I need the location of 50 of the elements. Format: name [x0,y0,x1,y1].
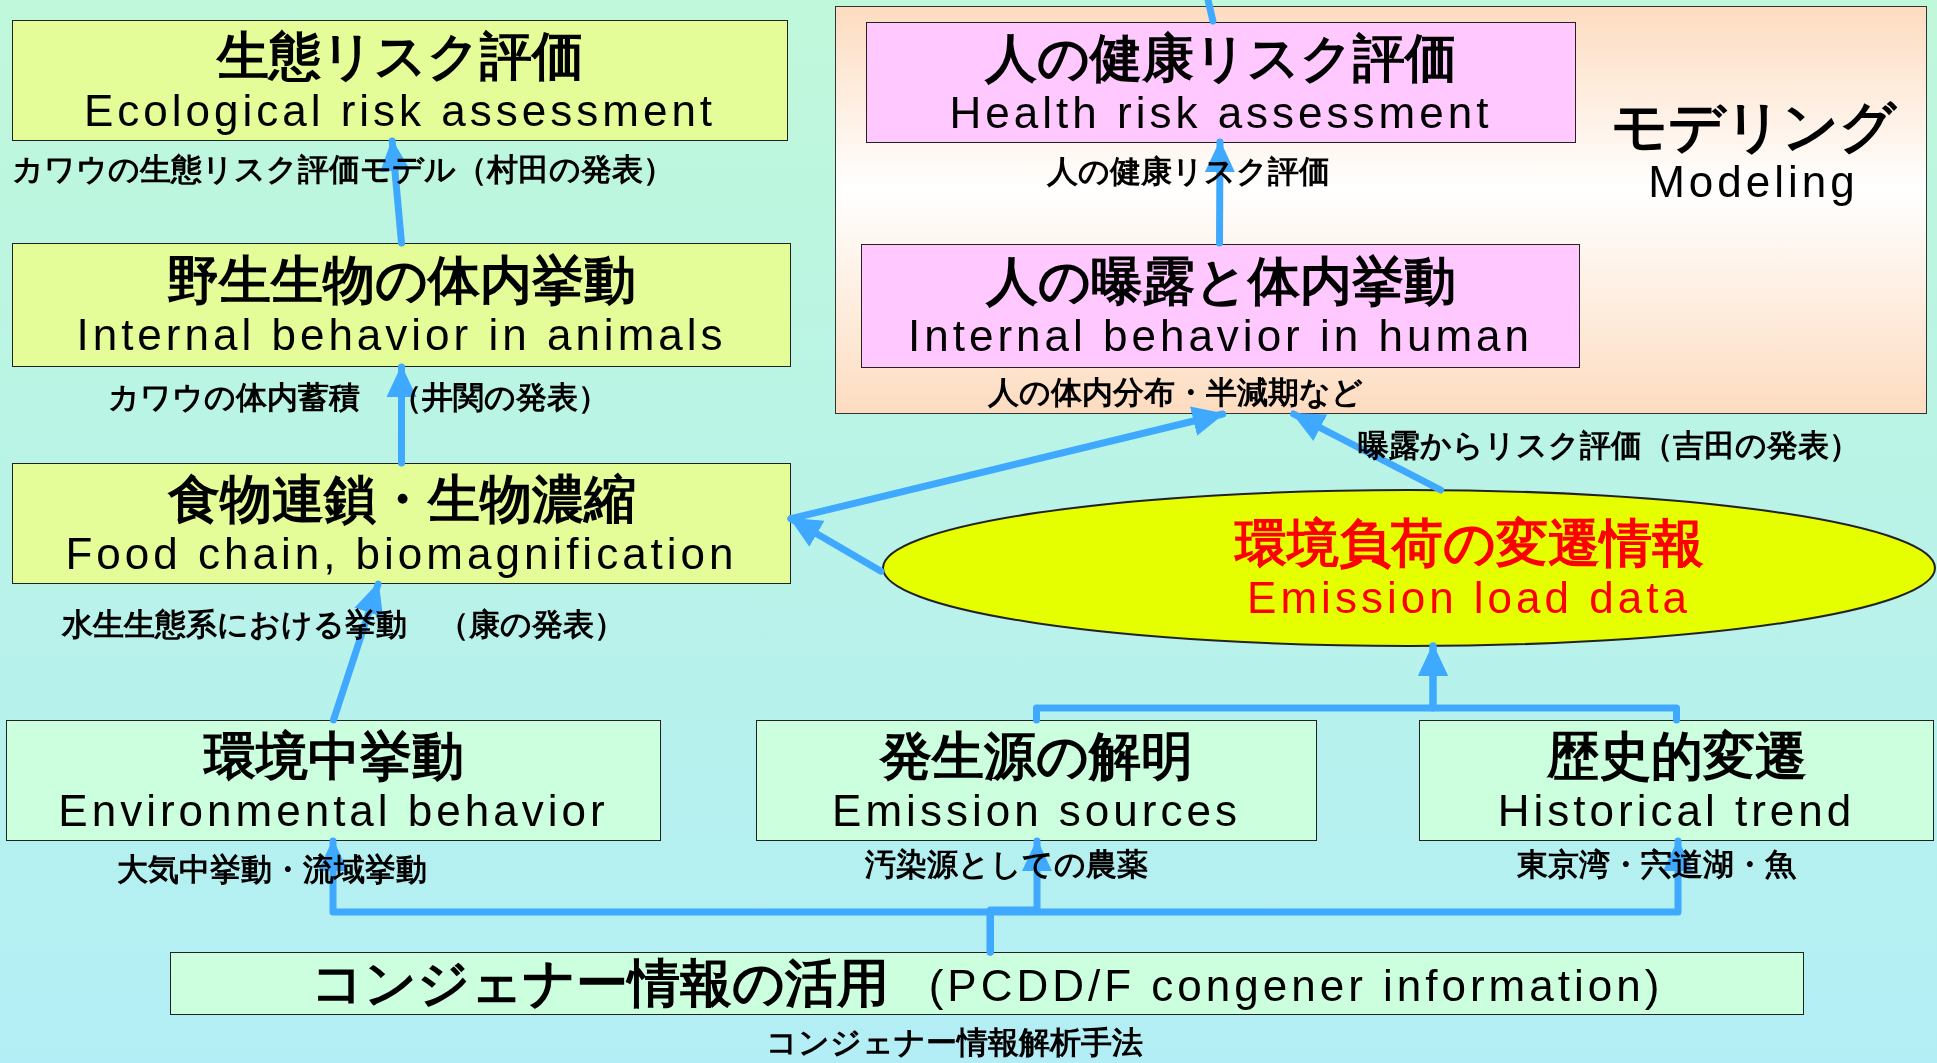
arrow [1290,410,1445,494]
annotation-text: 汚染源としての農薬 [865,845,1148,883]
connector-line [1204,0,1217,25]
subheading: Health risk assessment [949,87,1493,138]
process-box [6,720,661,841]
annotation-text: 大気中挙動・流域挙動 [117,850,427,888]
group-panel [835,6,1927,414]
heading: コンジェナー情報の活用 [310,953,889,1013]
process-box [756,720,1317,841]
arrow [330,580,383,724]
annotation-text: 人の体内分布・半減期など [988,373,1363,411]
annotation-text: コンジェナー情報解析手法 [766,1023,1143,1061]
subheading: Food chain, biomagnification [65,528,738,579]
heading: 人の健康リスク評価 [985,27,1457,88]
arrow [386,363,417,467]
subheading: Emission load data [1247,573,1691,623]
process-box [12,243,791,367]
annotation-text: 水生生態系における挙動 （康の発表） [62,605,625,643]
subheading: Internal behavior in animals [76,310,727,360]
arrow [986,837,1693,956]
process-box [1419,720,1934,841]
heading: 発生源の解明 [880,725,1193,786]
process-box [861,244,1580,368]
process-box [866,22,1576,143]
heading: モデリング [1611,97,1896,157]
annotation-text: 東京湾・宍道湖・魚 [1517,845,1796,883]
annotation-text: カワウの体内蓄積 （井関の発表） [108,378,609,416]
heading: 野生生物の体内挙動 [167,250,636,310]
heading: 生態リスク評価 [216,25,584,86]
arrow [380,137,410,247]
subheading: Ecological risk assessment [83,85,717,136]
process-box [12,20,788,141]
process-box [12,463,791,584]
arrow [787,515,885,575]
subheading: Modeling [1648,157,1859,207]
annotation-text: カワウの生態リスク評価モデル（村田の発表） [12,150,674,188]
heading: 環境中挙動 [203,725,464,786]
arrow [1418,642,1680,724]
arrow [787,406,1227,523]
process-box [170,952,1804,1015]
heading: 環境負荷の変遷情報 [1234,513,1704,573]
subheading: Internal behavior in human [908,311,1533,361]
heading: 人の曝露と体内挙動 [985,251,1456,311]
subheading: Historical trend [1497,785,1856,836]
heading: 歴史的変遷 [1546,725,1807,786]
edge-label: 曝露からリスク評価（吉田の発表） [1358,426,1860,464]
subheading: (PCDD/F congener information) [928,961,1664,1011]
heading: 食物連鎖・生物濃縮 [167,468,636,529]
subheading: Environmental behavior [58,785,609,836]
subheading: Emission sources [832,785,1241,836]
